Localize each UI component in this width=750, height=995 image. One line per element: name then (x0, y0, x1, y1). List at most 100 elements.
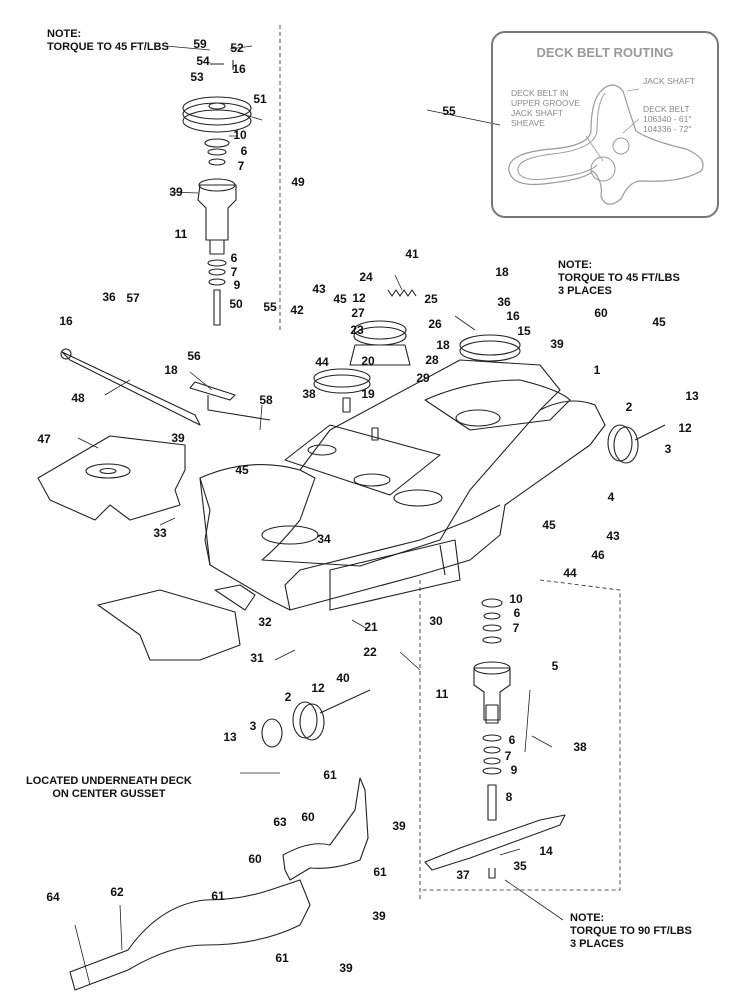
callout-61d: 61 (275, 951, 289, 965)
callout-6d: 6 (508, 733, 516, 747)
wheel-right (607, 424, 633, 462)
callout-3b: 3 (249, 719, 257, 733)
spindle-hole-left (261, 525, 319, 545)
note-top-left-line-1: NOTE: (47, 28, 82, 40)
callout-35: 35 (513, 859, 527, 873)
note-blades-line-1: NOTE: (570, 912, 605, 924)
callout-10: 10 (233, 128, 247, 142)
note-gusset-line-1: LOCATED UNDERNEATH DECK (26, 775, 192, 787)
pulley-51 (182, 96, 252, 120)
callout-38b: 38 (573, 740, 587, 754)
callout-48: 48 (71, 391, 85, 405)
callout-39b: 39 (171, 431, 185, 445)
routing-jack-shaft-label: JACK SHAFT (643, 76, 695, 86)
callout-55a: 55 (263, 300, 277, 314)
callout-6: 6 (240, 144, 248, 158)
deck-belt-routing-title: DECK BELT ROUTING (536, 45, 674, 60)
callout-11: 11 (174, 227, 188, 241)
callout-19: 19 (361, 387, 375, 401)
callout-10b: 10 (509, 592, 523, 606)
note-gusset-line-2: ON CENTER GUSSET (52, 788, 166, 800)
baffle-63 (282, 777, 369, 881)
pulley-19 (313, 368, 371, 388)
callout-49: 49 (291, 175, 305, 189)
note-top-left: NOTE: TORQUE TO 45 FT/LBS (47, 28, 169, 54)
callout-39a: 39 (550, 337, 564, 351)
callout-59: 59 (193, 37, 207, 51)
callout-60c: 60 (248, 852, 262, 866)
spindle-hole-center (393, 489, 443, 507)
callout-2b: 2 (284, 690, 292, 704)
callout-15: 15 (517, 324, 531, 338)
discharge-chute (97, 589, 241, 661)
callout-39e: 39 (339, 961, 353, 975)
callout-5: 5 (551, 659, 559, 673)
callout-4: 4 (607, 490, 615, 504)
callout-2a: 2 (625, 400, 633, 414)
callout-9b: 9 (510, 763, 518, 777)
callout-12b: 12 (311, 681, 325, 695)
callout-39: 39 (169, 185, 183, 199)
callout-13a: 13 (685, 389, 699, 403)
callout-61a: 61 (323, 768, 337, 782)
routing-left-text: DECK BELT IN UPPER GROOVE JACK SHAFT SHE… (511, 88, 580, 128)
callout-54: 54 (196, 54, 210, 68)
callout-61c: 61 (211, 889, 225, 903)
callout-7c: 7 (512, 621, 520, 635)
callout-38a: 38 (302, 387, 316, 401)
callout-30: 30 (429, 614, 443, 628)
blade-14 (424, 814, 566, 871)
pulley-23 (353, 320, 407, 340)
callout-7: 7 (237, 159, 245, 173)
callout-44b: 44 (563, 566, 577, 580)
callout-53: 53 (190, 70, 204, 84)
note-blades: NOTE: TORQUE TO 90 FT/LBS 3 PLACES (570, 912, 692, 951)
callout-36b: 36 (102, 290, 116, 304)
deck-belt-routing-panel: DECK BELT ROUTING DECK BELT IN UPPER GRO… (491, 31, 719, 218)
callout-46: 46 (591, 548, 605, 562)
mower-deck (199, 400, 606, 611)
note-pulleys: NOTE: TORQUE TO 45 FT/LBS 3 PLACES (558, 259, 680, 298)
note-blades-line-3: 3 PLACES (570, 938, 624, 950)
deck-cover-47 (37, 435, 186, 521)
routing-left-line-1: DECK BELT IN (511, 88, 569, 98)
callout-26: 26 (428, 317, 442, 331)
spring-41 (387, 289, 417, 297)
callout-57: 57 (126, 291, 140, 305)
routing-left-line-4: SHEAVE (511, 118, 545, 128)
callout-37: 37 (456, 868, 470, 882)
callout-40: 40 (336, 671, 350, 685)
callout-18a: 18 (436, 338, 450, 352)
callout-41: 41 (405, 247, 419, 261)
callout-60a: 60 (594, 306, 608, 320)
note-blades-line-2: TORQUE TO 90 FT/LBS (570, 925, 692, 937)
callout-12: 12 (352, 291, 366, 305)
belt-routing-diagram (508, 84, 704, 205)
callout-47: 47 (37, 432, 51, 446)
callout-42: 42 (290, 303, 304, 317)
note-pulleys-line-3: 3 PLACES (558, 285, 612, 297)
callout-58: 58 (259, 393, 273, 407)
callout-23: 23 (350, 323, 364, 337)
callout-1: 1 (593, 363, 601, 377)
callout-14: 14 (539, 844, 553, 858)
callout-7b: 7 (230, 265, 238, 279)
callout-11b: 11 (435, 687, 449, 701)
wheel-left-b (261, 718, 283, 748)
callout-28: 28 (425, 353, 439, 367)
callout-64: 64 (46, 890, 60, 904)
spindle-hole-right (455, 409, 501, 427)
pulley-15 (459, 334, 521, 356)
routing-left-line-3: JACK SHAFT (511, 108, 563, 118)
callout-55b: 55 (442, 104, 456, 118)
callout-62: 62 (110, 885, 124, 899)
callout-31: 31 (250, 651, 264, 665)
callout-16b: 16 (59, 314, 73, 328)
callout-8: 8 (505, 790, 513, 804)
spindle-housing-top (197, 184, 237, 241)
note-gusset: LOCATED UNDERNEATH DECK ON CENTER GUSSET (26, 775, 192, 801)
callout-44a: 44 (315, 355, 329, 369)
callout-61b: 61 (373, 865, 387, 879)
callout-60b: 60 (301, 810, 315, 824)
